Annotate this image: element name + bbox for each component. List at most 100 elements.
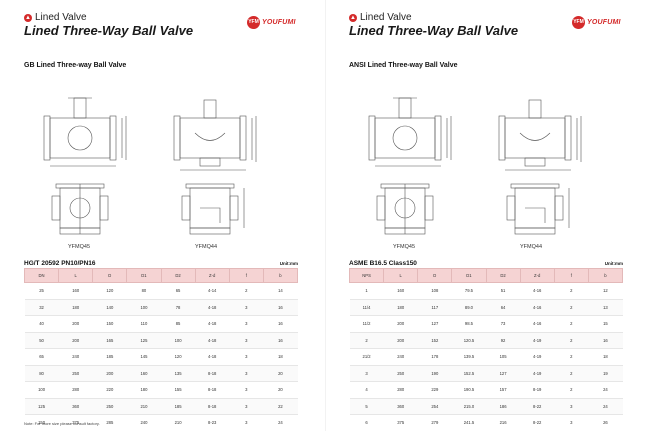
page-title: Lined Three-Way Ball Valve: [349, 23, 519, 38]
table-cell: 2: [554, 282, 589, 300]
table-cell: 2: [554, 315, 589, 333]
table-cell: 200: [383, 332, 418, 349]
table-cell: 13: [588, 299, 623, 316]
footnote: Note: For more size please consult facto…: [24, 421, 100, 426]
table-cell: 152.5: [451, 365, 486, 382]
table-column-header: L: [58, 268, 94, 283]
table-cell: 200: [58, 315, 93, 333]
model-label-b: YFMQ44: [520, 244, 543, 250]
table-cell: 8-22: [520, 398, 555, 415]
table-cell: 3: [229, 381, 264, 399]
company-logo: YFM YOUFUMI: [247, 16, 296, 29]
unit-label: Unit:mm: [604, 261, 623, 266]
model-label-a: YFMQ45: [393, 244, 416, 250]
table-cell: 85: [161, 315, 196, 333]
table-cell: 152: [417, 332, 452, 349]
table-cell: 4-16: [520, 315, 555, 333]
table-column-header: Z-d: [194, 268, 230, 283]
table-cell: 250: [58, 365, 93, 382]
table-cell: 2: [554, 332, 589, 349]
table-cell: 19: [588, 365, 623, 382]
table-column-header: DN: [23, 268, 60, 283]
table-cell: 64: [486, 299, 521, 316]
table-cell: 16: [263, 332, 298, 349]
table-cell: 11/2: [349, 315, 384, 333]
table-cell: 3: [349, 365, 384, 382]
table-cell: 200: [92, 365, 127, 382]
brand-icon: ▲: [24, 13, 32, 22]
table-cell: 80: [24, 365, 59, 382]
table-cell: 21/2: [349, 348, 384, 366]
table-cell: 254: [417, 398, 452, 415]
table-cell: 240: [126, 414, 161, 431]
table-cell: 78: [161, 299, 196, 316]
table-cell: 2: [554, 348, 589, 366]
table-cell: 3: [229, 414, 264, 431]
standard-row: HG/T 20592 PN10/PN16 Unit:mm: [24, 260, 298, 267]
table-cell: 360: [58, 398, 93, 415]
table-cell: 80: [126, 282, 161, 300]
brand-header: ▲ Lined Valve: [349, 12, 412, 23]
table-cell: 3: [554, 414, 589, 431]
table-cell: 240: [383, 348, 418, 366]
table-cell: 79.5: [451, 282, 486, 300]
table-cell: 14: [263, 282, 298, 300]
table-cell: 220: [92, 381, 127, 399]
right-page: ▲ Lined Valve Lined Three-Way Ball Valve…: [325, 0, 650, 431]
table-cell: 100: [24, 381, 59, 399]
table-cell: 3: [229, 365, 264, 382]
page-divider: [325, 0, 326, 431]
logo-mark-icon: YFM: [247, 16, 260, 29]
table-cell: 375: [383, 414, 418, 431]
table-cell: 40: [24, 315, 59, 333]
company-logo: YFM YOUFUMI: [572, 16, 621, 29]
table-cell: 8-18: [195, 365, 230, 382]
table-cell: 8-23: [195, 414, 230, 431]
table-cell: 120.5: [451, 332, 486, 349]
table-cell: 98.5: [451, 315, 486, 333]
table-cell: 2: [229, 282, 264, 300]
table-cell: 2: [349, 332, 384, 349]
valve-drawing-svg: [43, 97, 257, 235]
table-cell: 51: [486, 282, 521, 300]
table-cell: 185: [92, 348, 127, 366]
table-cell: 3: [229, 348, 264, 366]
table-cell: 4-16: [520, 299, 555, 316]
table-cell: 73: [486, 315, 521, 333]
table-cell: 160: [383, 282, 418, 300]
table-cell: 89.0: [451, 299, 486, 316]
table-cell: 150: [92, 315, 127, 333]
table-cell: 157: [486, 381, 521, 399]
table-cell: 4-18: [195, 332, 230, 349]
brand-icon: ▲: [349, 13, 357, 22]
table-cell: 24: [263, 414, 298, 431]
table-column-header: Z-d: [519, 268, 555, 283]
brand-label: Lined Valve: [35, 12, 87, 23]
table-cell: 135: [161, 365, 196, 382]
table-cell: 4-19: [520, 332, 555, 349]
table-cell: 145: [126, 348, 161, 366]
left-page: ▲ Lined Valve Lined Three-Way Ball Valve…: [23, 12, 300, 431]
brand-label: Lined Valve: [360, 12, 412, 23]
table-cell: 12: [588, 282, 623, 300]
table-cell: 180: [58, 299, 93, 316]
table-cell: 2: [554, 299, 589, 316]
table-cell: 4-19: [520, 365, 555, 382]
table-column-header: b: [262, 268, 299, 283]
technical-drawings: [30, 88, 300, 253]
table-cell: 110: [126, 315, 161, 333]
table-cell: 185: [161, 398, 196, 415]
table-cell: 108: [417, 282, 452, 300]
table-cell: 178: [417, 348, 452, 366]
table-column-header: f: [553, 268, 589, 283]
